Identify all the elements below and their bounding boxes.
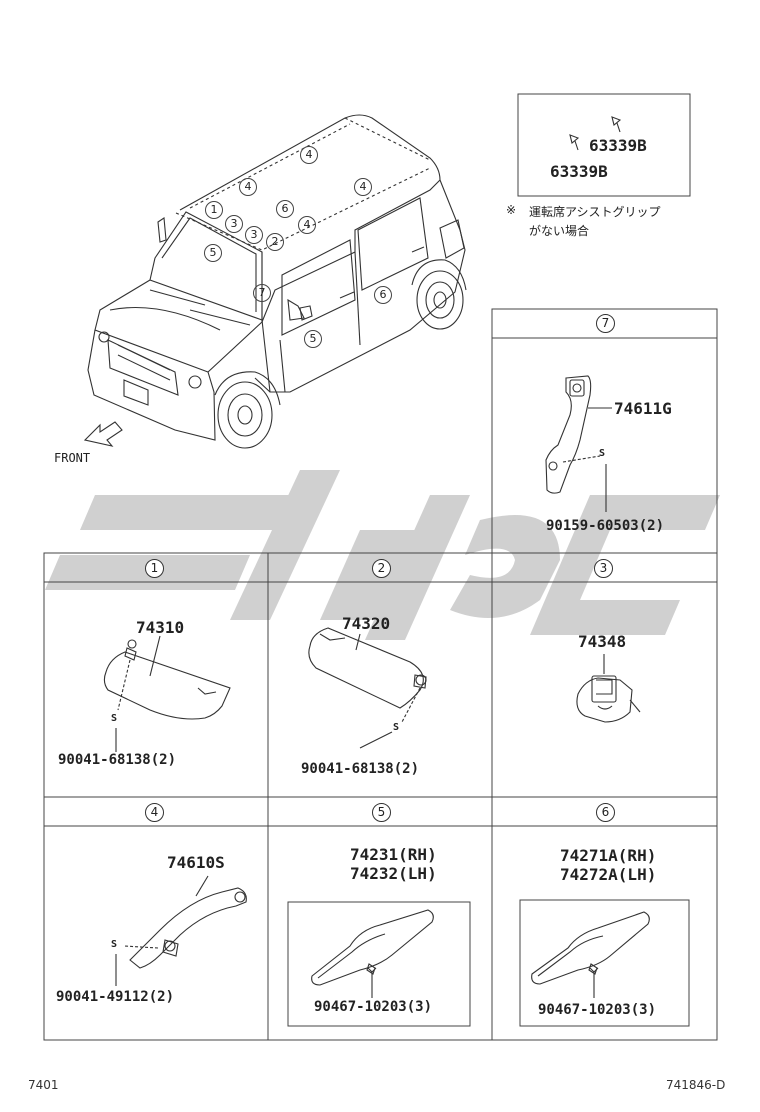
panel-5-part-rh: 74231(RH) bbox=[350, 845, 437, 864]
car-callout-3a: 3 bbox=[225, 215, 243, 233]
car-callout-4a: 4 bbox=[300, 146, 318, 164]
assist-grip-74610s bbox=[115, 875, 247, 986]
car-callout-1: 1 bbox=[205, 201, 223, 219]
car-callout-2: 2 bbox=[266, 233, 284, 251]
car-callout-3b: 3 bbox=[245, 226, 263, 244]
panel-1-screw: 90041-68138(2) bbox=[58, 752, 177, 768]
panel-5-clip: 90467-10203(3) bbox=[314, 999, 433, 1015]
door-trim-74231 bbox=[311, 909, 434, 998]
door-trim-74271a bbox=[531, 911, 650, 998]
panel-grid bbox=[43, 308, 718, 1041]
inset-part-63339b-b: 63339B bbox=[550, 162, 608, 181]
panel-3-index: 3 bbox=[594, 559, 613, 578]
clip-icons bbox=[569, 116, 622, 151]
inset-note-mark: ※ bbox=[506, 203, 517, 217]
panel-2-screw: 90041-68138(2) bbox=[301, 761, 420, 777]
screw-s-mark-7: S bbox=[599, 448, 606, 459]
car-callout-5b: 5 bbox=[304, 330, 322, 348]
panel-7-index: 7 bbox=[596, 314, 615, 333]
car-callout-5a: 5 bbox=[204, 244, 222, 262]
panel-6-clip: 90467-10203(3) bbox=[538, 1002, 657, 1018]
inset-box bbox=[517, 93, 691, 197]
inset-note-line2: がない場合 bbox=[529, 224, 590, 238]
panel-6-index: 6 bbox=[596, 803, 615, 822]
screw-s-mark-2: S bbox=[393, 722, 400, 733]
assist-grip-74611g bbox=[545, 375, 612, 512]
panel-1-part: 74310 bbox=[136, 618, 185, 637]
car-callout-4b: 4 bbox=[239, 178, 257, 196]
car-callout-4c: 4 bbox=[354, 178, 372, 196]
front-label: FRONT bbox=[54, 451, 91, 465]
panel-1-index: 1 bbox=[145, 559, 164, 578]
car-callout-4d: 4 bbox=[298, 216, 316, 234]
car-callout-6a: 6 bbox=[276, 200, 294, 218]
panel-4-index: 4 bbox=[145, 803, 164, 822]
car-callout-7: 7 bbox=[253, 284, 271, 302]
sun-visor-74320 bbox=[308, 627, 427, 749]
footer-drawing-id: 741846-D bbox=[666, 1078, 726, 1092]
panel-6-part-rh: 74271A(RH) bbox=[560, 846, 657, 865]
panel-7-part: 74611G bbox=[614, 399, 672, 418]
panel-5-index: 5 bbox=[372, 803, 391, 822]
panel-4-part: 74610S bbox=[167, 853, 225, 872]
sun-visor-74310 bbox=[103, 635, 231, 752]
screw-s-mark-4: S bbox=[111, 939, 118, 950]
holder-74348 bbox=[576, 654, 641, 723]
panel-2-index: 2 bbox=[372, 559, 391, 578]
car-callout-6b: 6 bbox=[374, 286, 392, 304]
footer-page-code: 7401 bbox=[28, 1078, 59, 1092]
car-drawing bbox=[87, 114, 467, 449]
panel-6-part-lh: 74272A(LH) bbox=[560, 865, 657, 884]
screw-s-mark-1: S bbox=[111, 713, 118, 724]
panel-3-part: 74348 bbox=[578, 632, 627, 651]
panel-5-part-lh: 74232(LH) bbox=[350, 864, 437, 883]
inset-note-line1: 運転席アシストグリップ bbox=[529, 205, 661, 219]
panel-7-screw: 90159-60503(2) bbox=[546, 518, 665, 534]
front-arrow bbox=[83, 421, 123, 447]
inset-part-63339b-a: 63339B bbox=[589, 136, 647, 155]
panel-2-part: 74320 bbox=[342, 614, 391, 633]
panel-4-screw: 90041-49112(2) bbox=[56, 989, 175, 1005]
